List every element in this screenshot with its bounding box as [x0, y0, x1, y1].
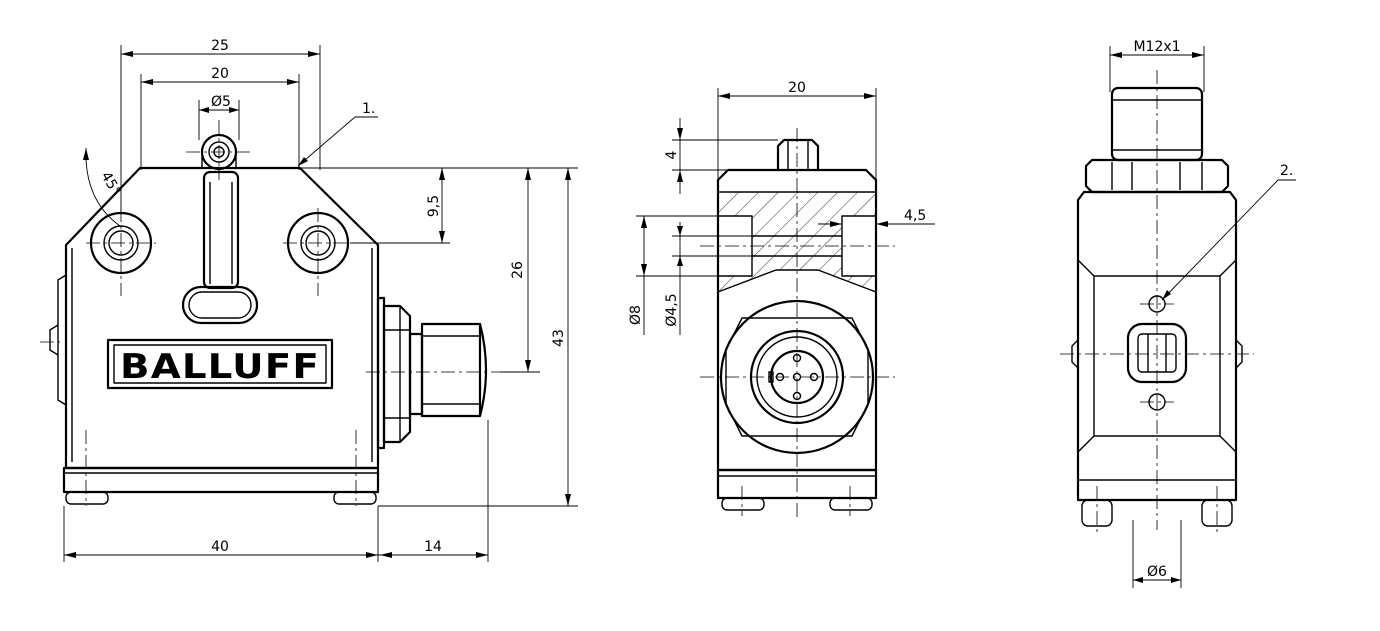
rear-housing: [1076, 190, 1238, 502]
front-base: [62, 466, 380, 494]
dim-plunger-dia: Ø5: [211, 94, 231, 110]
dim-counterbore-dia-8: Ø8: [628, 305, 644, 325]
dim-body-width-40: 40: [211, 539, 229, 555]
dim-connector-height-26: 26: [510, 261, 526, 279]
callout-2: 2.: [1280, 163, 1293, 179]
front-oblong-hole: [181, 285, 259, 325]
dim-side-width-20: 20: [788, 80, 806, 96]
front-plunger-slot: [202, 170, 240, 290]
front-connector: [376, 296, 488, 450]
side-view: 20 4 4,5 Ø8 Ø4,5: [628, 80, 935, 520]
dim-hole-depth-4-5: 4,5: [904, 208, 926, 224]
dim-hole-height-9-5: 9,5: [426, 195, 442, 217]
front-view: BALLUFF 25: [40, 38, 578, 562]
dim-connector-length-14: 14: [424, 539, 442, 555]
dim-rear-diameter-6: Ø6: [1147, 564, 1167, 580]
brand-logo: BALLUFF: [120, 347, 320, 387]
dim-total-height-43: 43: [551, 329, 567, 347]
callout-1: 1.: [362, 101, 375, 117]
brand-plate: [106, 338, 334, 390]
dim-hole-spacing-20: 20: [211, 66, 229, 82]
dim-thread-m12: M12x1: [1133, 39, 1180, 55]
dim-hole-dia-4-5: Ø4,5: [664, 293, 680, 326]
dim-angle-45: 45°: [97, 169, 123, 199]
dim-plunger-height-4: 4: [664, 150, 680, 159]
front-foot-left: [65, 491, 109, 505]
front-foot-right: [333, 491, 377, 505]
dim-width-25: 25: [211, 38, 229, 54]
rear-view: M12x1 2. Ø6: [1060, 39, 1296, 588]
side-plunger: [776, 138, 820, 170]
